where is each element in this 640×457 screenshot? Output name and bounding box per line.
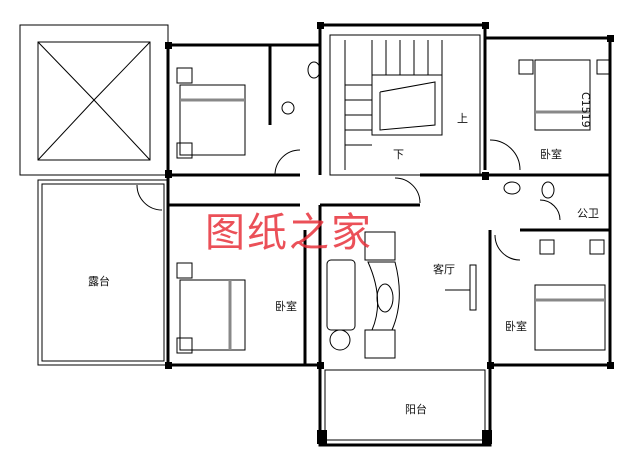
- room-label-balcony: 阳台: [405, 403, 427, 416]
- room-label-bedroom-top-right: 卧室: [540, 148, 562, 161]
- bed-top-left: [176, 67, 246, 159]
- stair-down-label: 下: [393, 148, 404, 161]
- columns: [165, 22, 614, 444]
- staircase: [329, 34, 481, 176]
- bed-top-right: [518, 59, 612, 131]
- balcony-outline: [324, 369, 486, 441]
- window-code-label: C1519: [579, 92, 592, 128]
- stair-up-label: 上: [457, 112, 468, 125]
- room-label-public-bathroom: 公卫: [577, 207, 599, 220]
- bed-bottom-right: [534, 239, 606, 351]
- room-label-bedroom-left: 卧室: [275, 300, 297, 313]
- watermark: 图纸之家: [205, 210, 373, 256]
- bed-left: [176, 262, 246, 354]
- door-swings: [136, 139, 561, 261]
- bathroom-fixtures: [281, 61, 555, 199]
- terrace-roof: [19, 24, 169, 176]
- room-label-terrace: 露台: [88, 275, 110, 288]
- sofa-set: [326, 231, 477, 359]
- room-label-living-room: 客厅: [433, 263, 455, 276]
- room-label-bedroom-bottom-right: 卧室: [505, 320, 527, 333]
